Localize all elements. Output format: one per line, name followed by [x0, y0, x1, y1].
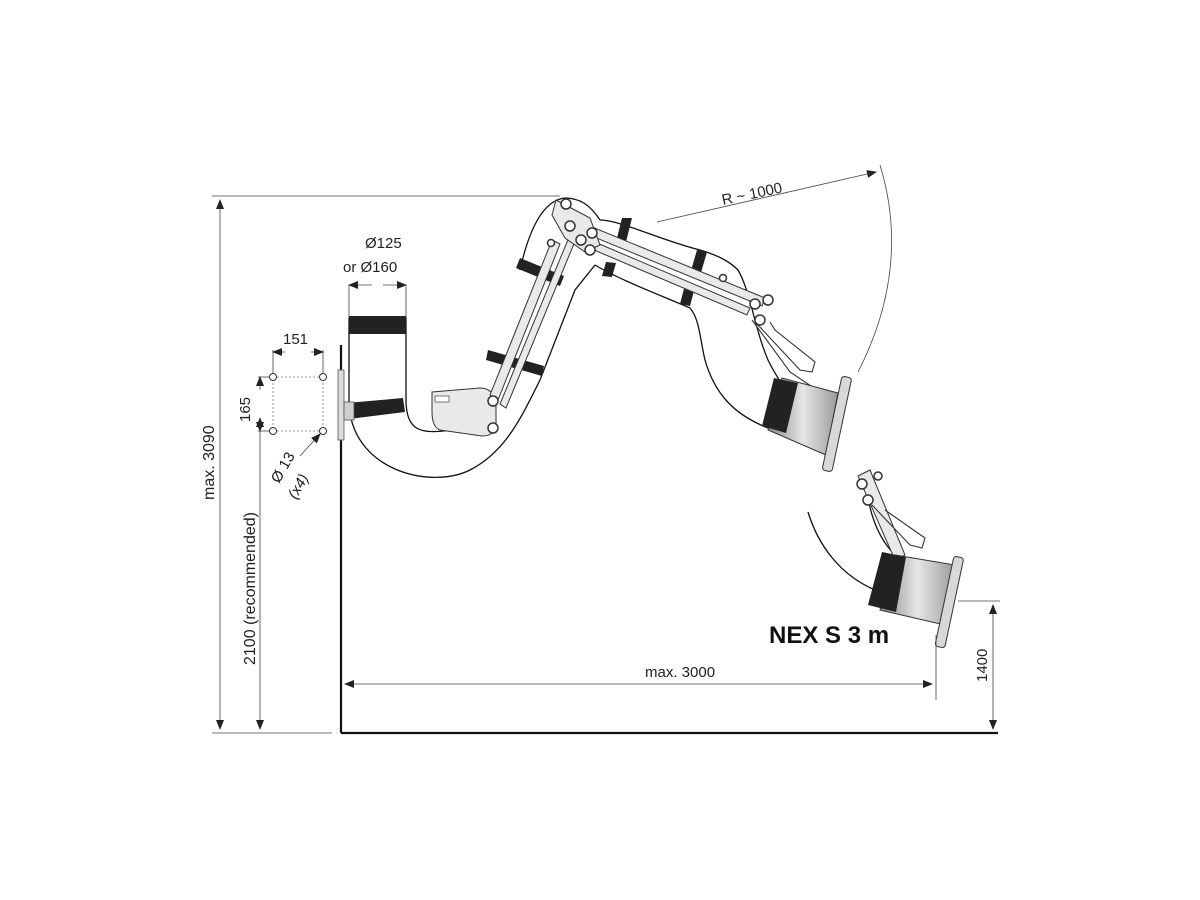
wall-bracket-detail: 151 165 Ø 13 (x4) — [237, 331, 327, 502]
max-height-label: max. 3090 — [201, 425, 218, 500]
support-strut — [576, 221, 766, 307]
mount-height-label: 2100 (recommended) — [242, 512, 259, 665]
low-height-dimension: 1400 — [958, 600, 1000, 730]
pivot — [487, 422, 499, 434]
pivot — [487, 395, 499, 407]
reach-label: max. 3000 — [645, 664, 715, 681]
pivot — [564, 220, 576, 232]
pivot — [762, 294, 774, 306]
arm-lower-position — [807, 469, 964, 649]
hose-band — [602, 262, 616, 277]
product-title: NEX S 3 m — [769, 622, 889, 649]
inlet-band — [349, 316, 406, 334]
bracket-height-label: 165 — [237, 397, 254, 422]
hose-band — [486, 350, 544, 376]
bracket-width-label: 151 — [283, 331, 308, 348]
pivot — [586, 227, 598, 239]
hole-count-label: (x4) — [285, 471, 313, 502]
low-height-label: 1400 — [974, 649, 991, 682]
pivot — [754, 314, 766, 326]
base-joint — [431, 387, 497, 437]
pivot — [749, 298, 761, 310]
hood-handle — [757, 321, 816, 373]
max-height-dimension: max. 3090 — [201, 195, 560, 734]
diameter-alt-label: or Ø160 — [343, 259, 397, 276]
floor-and-wall — [337, 345, 998, 735]
pivot — [575, 234, 587, 246]
mount-height-dimension: 2100 (recommended) — [242, 417, 264, 730]
extraction-arm — [343, 197, 964, 649]
reach-dimension: max. 3000 — [344, 635, 937, 700]
pivot — [546, 238, 556, 248]
radius-label: R ~ 1000 — [720, 180, 783, 209]
hose-band — [347, 398, 405, 419]
pivot — [584, 244, 596, 256]
diameter-dimension: Ø125 or Ø160 — [343, 235, 407, 318]
diameter-label: Ø125 — [365, 235, 402, 252]
pivot — [560, 198, 572, 210]
pivot — [718, 273, 728, 283]
hood-upper — [762, 376, 852, 472]
